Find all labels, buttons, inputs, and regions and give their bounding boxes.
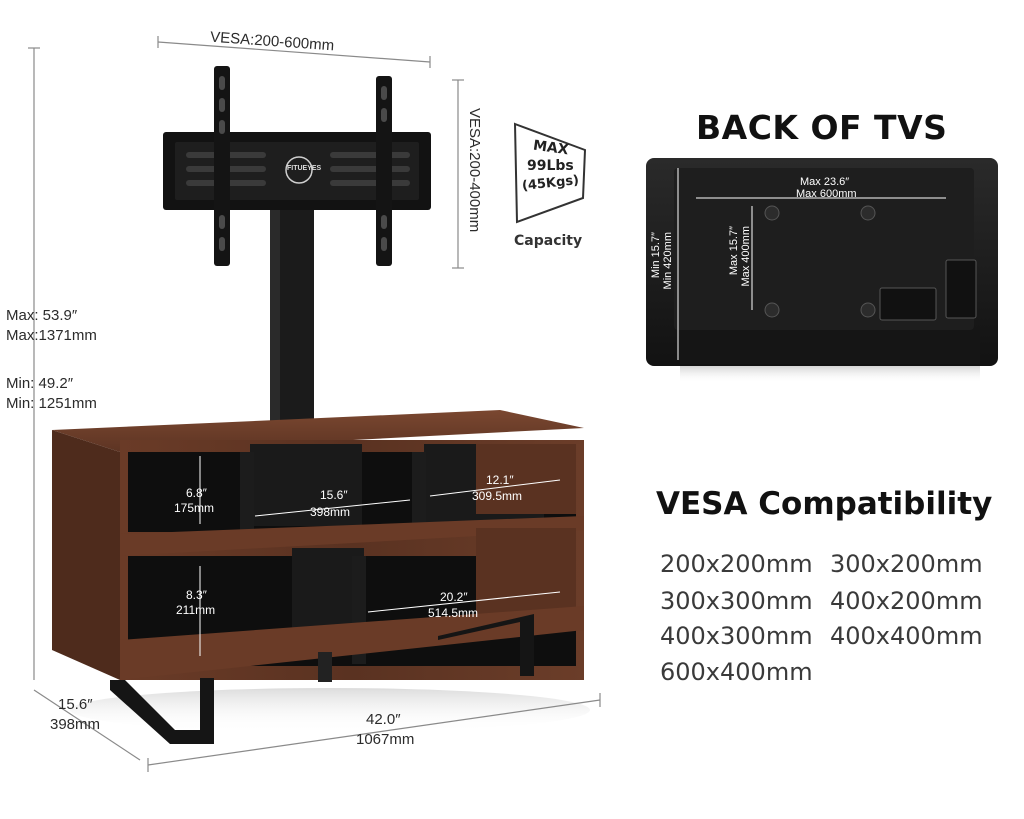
metal-legs (110, 614, 534, 744)
shelf-upper-mid-mm: 398mm (310, 505, 351, 519)
width-mm: 1067mm (356, 731, 415, 748)
depth-inch: 15.6″ (58, 696, 93, 713)
shelf-upper-left-inch: 6.8″ (186, 486, 207, 500)
vesa-item: 300x300mm (660, 587, 813, 615)
shelf-lower-right-mm: 514.5mm (428, 606, 479, 620)
vesa-mount-plate (163, 66, 431, 266)
depth-mm: 398mm (50, 716, 101, 733)
capacity-badge (513, 122, 587, 224)
shelf-lower-left-mm: 211mm (176, 603, 216, 617)
dimension-lines (28, 36, 601, 772)
tv-max-height-mm: Max 400mm (740, 226, 752, 287)
shelf-lower-left-inch: 8.3″ (186, 588, 207, 602)
vesa-item: 400x400mm (830, 622, 983, 650)
max-height-mm: Max:1371mm (6, 327, 97, 344)
shelf-upper-right-inch: 12.1″ (486, 473, 514, 487)
capacity-label: Capacity (514, 233, 583, 249)
vesa-compat-title: VESA Compatibility (656, 486, 993, 522)
brand-logo (285, 156, 313, 184)
shelf-lower-right-inch: 20.2″ (440, 590, 468, 604)
shelf-upper-mid-inch: 15.6″ (320, 488, 348, 502)
vesa-height-label: VESA:200-400mm (466, 108, 483, 233)
cabinet (52, 410, 584, 680)
capacity-lbs: 99Lbs (527, 158, 574, 174)
tv-max-width-inch: Max 23.6″ (800, 176, 850, 188)
width-inch: 42.0″ (366, 711, 401, 728)
shelf-upper-left-mm: 175mm (174, 501, 215, 515)
tv-back-illustration (646, 158, 998, 383)
tv-max-width-mm: Max 600mm (796, 188, 857, 200)
min-height-mm: Min: 1251mm (6, 395, 97, 412)
tv-min-height-mm: Min 420mm (662, 232, 674, 290)
tv-min-height-inch: Min 15.7″ (650, 232, 662, 279)
vesa-item: 200x200mm (660, 550, 813, 578)
vesa-item: 400x200mm (830, 587, 983, 615)
vesa-item: 400x300mm (660, 622, 813, 650)
vesa-item: 300x200mm (830, 550, 983, 578)
vesa-item: 600x400mm (660, 658, 813, 686)
back-of-tvs-title: BACK OF TVS (696, 108, 948, 147)
tv-stand-illustration (28, 36, 601, 772)
min-height-inch: Min: 49.2″ (6, 375, 74, 392)
max-height-inch: Max: 53.9″ (6, 307, 78, 324)
brand-logo-text: FITUEYES (287, 165, 322, 172)
shelf-upper-right-mm: 309.5mm (472, 489, 523, 503)
tv-max-height-inch: Max 15.7″ (728, 226, 740, 276)
